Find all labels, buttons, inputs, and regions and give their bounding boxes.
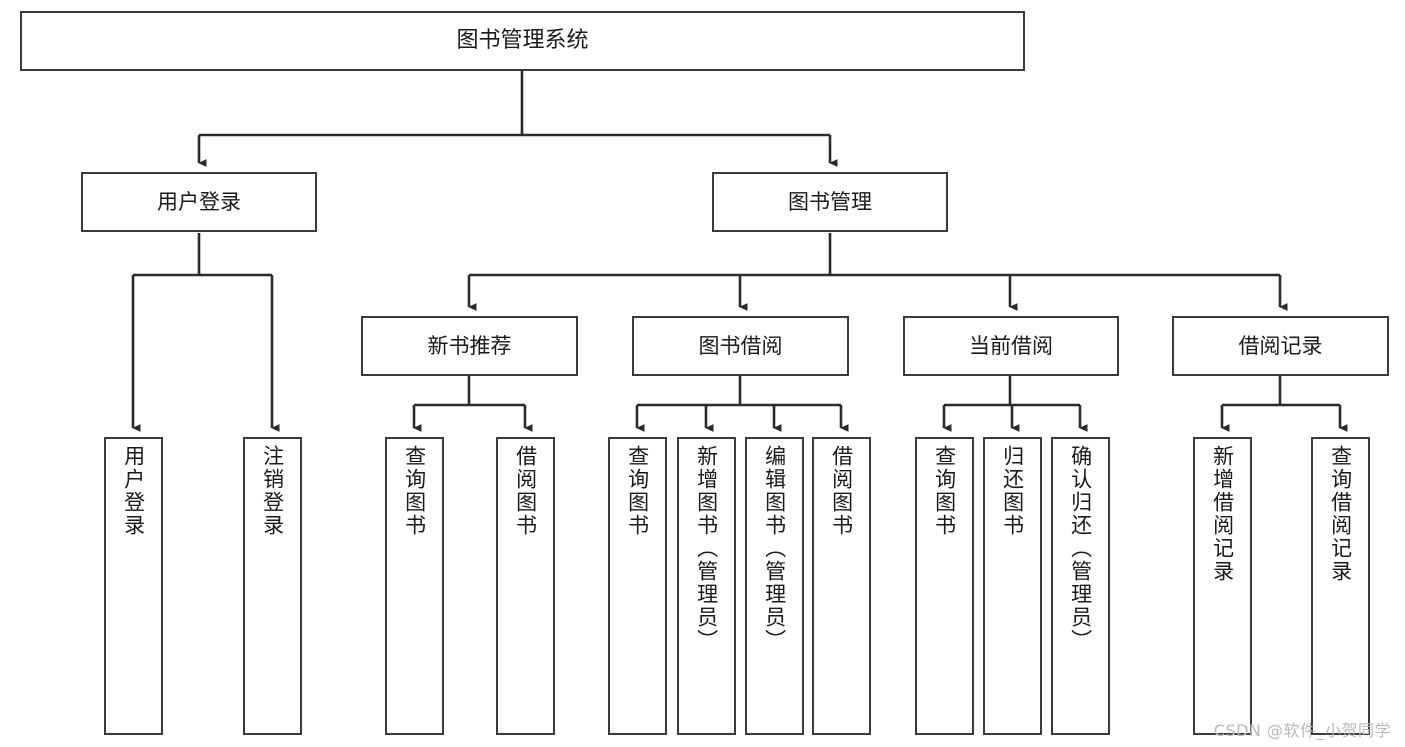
node-leaf-new-book-borrow[interactable]: 借阅图书 xyxy=(496,437,555,735)
node-leaf-record-query[interactable]: 查询借阅记录 xyxy=(1311,437,1370,735)
node-leaf-record-add[interactable]: 新增借阅记录 xyxy=(1193,437,1252,735)
node-label: 新增图书（管理员） xyxy=(694,445,719,652)
node-label: 借阅记录 xyxy=(1238,333,1323,358)
node-label: 查询图书 xyxy=(402,445,427,537)
node-label: 图书管理 xyxy=(788,189,872,214)
node-label: 借阅图书 xyxy=(513,445,538,537)
node-label: 新书推荐 xyxy=(427,333,512,358)
node-label: 注销登录 xyxy=(260,445,285,537)
node-label: 新增借阅记录 xyxy=(1210,445,1235,583)
node-label: 查询图书 xyxy=(625,445,650,537)
node-user-login[interactable]: 用户登录 xyxy=(81,172,317,232)
node-root-book-management-system[interactable]: 图书管理系统 xyxy=(20,11,1025,71)
node-label: 查询图书 xyxy=(932,445,957,537)
node-label: 归还图书 xyxy=(1000,445,1025,537)
node-leaf-borrow-edit-book[interactable]: 编辑图书（管理员） xyxy=(745,437,804,735)
watermark: CSDN @软件_小贺同学 xyxy=(1213,721,1391,740)
node-label: 用户登录 xyxy=(121,445,146,537)
node-leaf-user-login[interactable]: 用户登录 xyxy=(104,437,163,735)
node-leaf-current-confirm-return[interactable]: 确认归还（管理员） xyxy=(1051,437,1110,735)
node-label: 图书管理系统 xyxy=(456,28,589,54)
node-book-management[interactable]: 图书管理 xyxy=(712,172,948,232)
node-label: 编辑图书（管理员） xyxy=(762,445,787,652)
node-label: 查询借阅记录 xyxy=(1328,445,1353,583)
node-leaf-current-return-book[interactable]: 归还图书 xyxy=(983,437,1042,735)
node-leaf-user-logout[interactable]: 注销登录 xyxy=(243,437,302,735)
node-new-book-recommend[interactable]: 新书推荐 xyxy=(361,316,578,376)
node-borrow-record[interactable]: 借阅记录 xyxy=(1172,316,1389,376)
node-label: 当前借阅 xyxy=(969,333,1053,358)
node-label: 确认归还（管理员） xyxy=(1068,445,1093,652)
node-current-borrow[interactable]: 当前借阅 xyxy=(903,316,1119,376)
node-book-borrow[interactable]: 图书借阅 xyxy=(632,316,849,376)
node-leaf-borrow-query-book[interactable]: 查询图书 xyxy=(608,437,667,735)
node-label: 图书借阅 xyxy=(698,333,783,358)
node-label: 用户登录 xyxy=(157,189,241,214)
node-label: 借阅图书 xyxy=(829,445,854,537)
node-leaf-borrow-borrow-book[interactable]: 借阅图书 xyxy=(812,437,871,735)
node-leaf-new-book-query[interactable]: 查询图书 xyxy=(385,437,444,735)
node-leaf-borrow-add-book[interactable]: 新增图书（管理员） xyxy=(677,437,736,735)
node-leaf-current-query-book[interactable]: 查询图书 xyxy=(915,437,974,735)
